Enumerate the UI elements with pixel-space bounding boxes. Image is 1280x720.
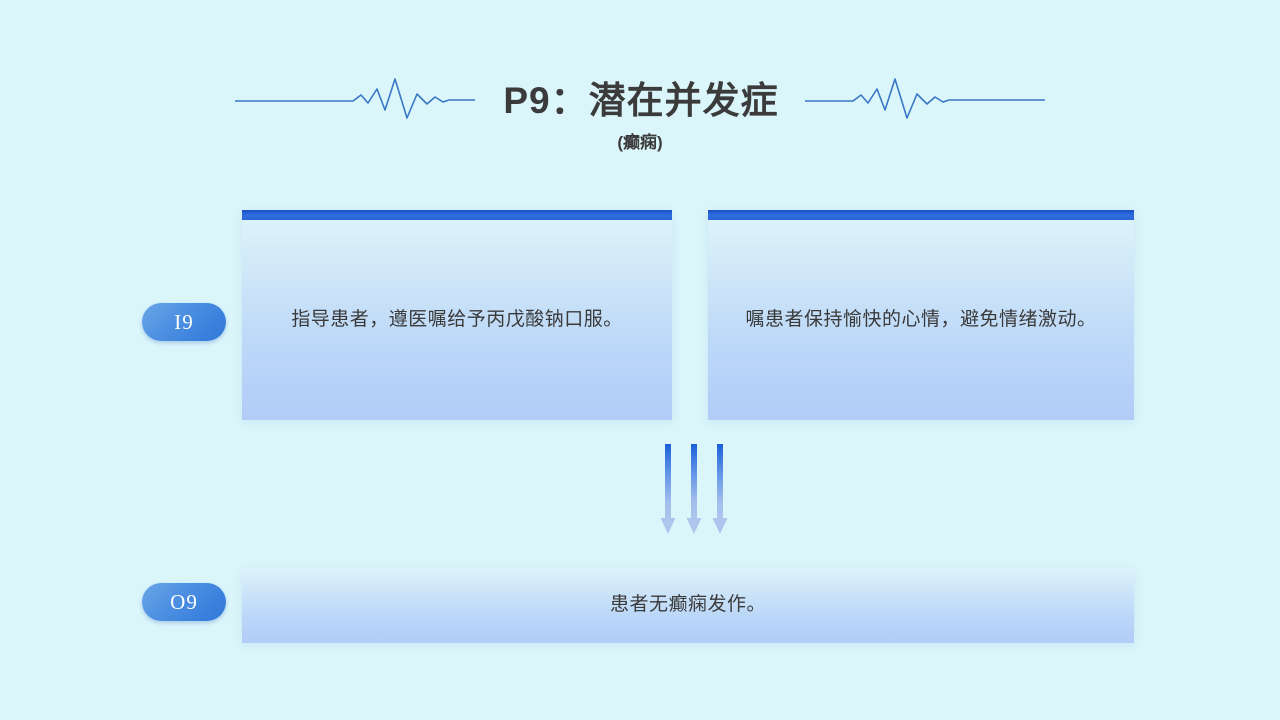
intervention-card-2[interactable]: 嘱患者保持愉快的心情，避免情绪激动。 [708, 210, 1134, 420]
card-body: 指导患者，遵医嘱给予丙戊酸钠口服。 [242, 220, 672, 420]
ecg-waveform-icon [804, 78, 1045, 119]
down-arrow-icon [660, 444, 676, 534]
intervention-badge-label: I9 [174, 309, 194, 334]
ecg-waveform-icon [235, 78, 476, 119]
intervention-badge[interactable]: I9 [142, 303, 226, 341]
card-accent-bar [708, 210, 1134, 220]
outcome-card[interactable]: 患者无癫痫发作。 [242, 568, 1134, 643]
flow-arrows [655, 444, 735, 540]
page-title: P9：潜在并发症 [503, 79, 779, 121]
down-arrow-group-icon [660, 444, 728, 534]
page-subtitle: (癫痫) [617, 133, 663, 152]
card-body: 患者无癫痫发作。 [242, 568, 1134, 643]
card-body: 嘱患者保持愉快的心情，避免情绪激动。 [708, 220, 1134, 420]
intervention-card-2-text: 嘱患者保持愉快的心情，避免情绪激动。 [745, 308, 1097, 330]
outcome-badge[interactable]: O9 [142, 583, 226, 621]
title-row: P9：潜在并发症 [0, 72, 1280, 128]
down-arrow-icon [712, 444, 728, 534]
intervention-card-1-text: 指导患者，遵医嘱给予丙戊酸钠口服。 [291, 308, 623, 330]
card-accent-bar [242, 210, 672, 220]
intervention-card-1[interactable]: 指导患者，遵医嘱给予丙戊酸钠口服。 [242, 210, 672, 420]
slide-header: P9：潜在并发症 (癫痫) [0, 72, 1280, 168]
outcome-badge-label: O9 [170, 589, 198, 614]
down-arrow-icon [686, 444, 702, 534]
outcome-card-text: 患者无癫痫发作。 [609, 594, 766, 616]
